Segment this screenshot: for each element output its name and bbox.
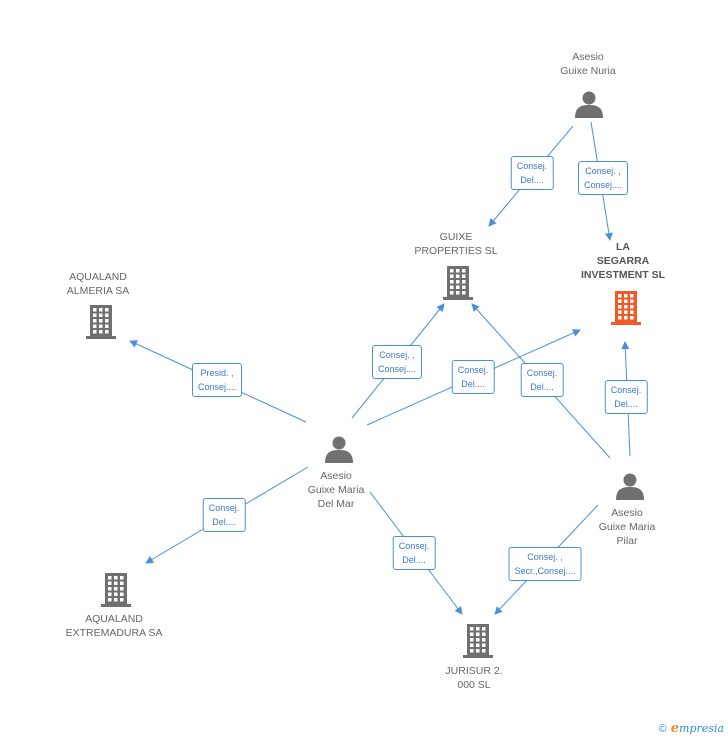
edge-label-line: Secr.,Consej.... (514, 566, 576, 576)
node-label-guixe_properties[interactable]: GUIXE PROPERTIES SL (414, 230, 497, 258)
edge-label-line: Del.... (530, 382, 554, 392)
edge-label-line: Consej. (516, 161, 548, 171)
node-label-jurisur_2000[interactable]: JURISUR 2. 000 SL (445, 664, 502, 692)
node-label-line: JURISUR 2. (445, 665, 503, 677)
node-label-line: Guixe Maria (598, 521, 656, 533)
edge-label-line: Consej. (208, 503, 240, 513)
node-label-line: Del Mar (317, 498, 355, 510)
node-label-line: PROPERTIES SL (414, 245, 498, 257)
edge-label-line: Consej. (526, 368, 558, 378)
node-label-line: AQUALAND (85, 613, 143, 625)
copyright-symbol: © (658, 723, 667, 735)
footer-brand: ©empresia (659, 721, 724, 736)
node-label-line: EXTREMADURA SA (65, 627, 163, 639)
node-label-line: Asesio (572, 51, 604, 63)
node-label-line: GUIXE (439, 231, 473, 243)
icons-layer (86, 91, 644, 658)
person-icon[interactable] (616, 473, 644, 501)
node-label-line: SEGARRA (596, 255, 650, 267)
edge-label-line: Consej. (610, 385, 642, 395)
brand-logo: empresia (670, 721, 724, 736)
edge-label-line: Consej.... (583, 180, 623, 190)
building-icon[interactable] (86, 305, 116, 339)
edge-label-line: Consej. , (585, 166, 621, 176)
node-label-line: LA (615, 241, 630, 253)
edge-label-asesio_guixe_maria_del_mar-to-guixe_properties[interactable]: Consej. , Consej.... (371, 345, 423, 379)
edge-label-line: Del.... (520, 175, 544, 185)
node-label-line: Guixe Nuria (560, 65, 616, 77)
node-label-line: Guixe Maria (307, 484, 365, 496)
edge-label-line: Consej. , (379, 350, 415, 360)
edge-label-line: Consej. (457, 365, 489, 375)
edge-label-asesio_guixe_maria_pilar-to-jurisur_2000[interactable]: Consej. , Secr.,Consej.... (508, 547, 582, 581)
edge-label-line: Presid. , (200, 368, 234, 378)
edge-label-line: Del.... (402, 555, 426, 565)
node-label-line: AQUALAND (69, 271, 127, 283)
building-icon[interactable] (611, 291, 641, 325)
edge-label-asesio_guixe_maria_del_mar-to-aqualand_extremadura[interactable]: Consej. Del.... (202, 498, 246, 532)
edge-label-asesio_guixe_maria_del_mar-to-aqualand_almeria[interactable]: Presid. , Consej.... (191, 363, 243, 397)
edge-label-line: Del.... (461, 379, 485, 389)
person-icon[interactable] (325, 436, 353, 464)
node-label-line: 000 SL (457, 679, 491, 691)
node-label-aqualand_almeria[interactable]: AQUALAND ALMERIA SA (67, 270, 129, 298)
edge-label-line: Consej. , (527, 552, 563, 562)
node-label-aqualand_extremadura[interactable]: AQUALAND EXTREMADURA SA (66, 612, 163, 640)
person-icon[interactable] (575, 91, 603, 119)
node-label-line: Asesio (611, 507, 643, 519)
node-label-line: Asesio (320, 470, 352, 482)
building-icon[interactable] (443, 266, 473, 300)
edge-label-asesio_guixe_nuria-to-guixe_properties[interactable]: Consej. Del.... (510, 156, 554, 190)
edge-label-asesio_guixe_maria_pilar-to-la_segarra[interactable]: Consej. Del.... (604, 380, 648, 414)
edge-label-line: Del.... (614, 399, 638, 409)
node-label-line: ALMERIA SA (66, 285, 130, 297)
node-label-line: INVESTMENT SL (580, 269, 666, 281)
edge-label-line: Consej.... (377, 364, 417, 374)
node-label-line: Pilar (616, 535, 638, 547)
edge-label-asesio_guixe_maria_del_mar-to-la_segarra[interactable]: Consej. Del.... (451, 360, 495, 394)
building-icon[interactable] (463, 624, 493, 658)
node-label-la_segarra[interactable]: LA SEGARRA INVESTMENT SL (581, 240, 665, 282)
building-icon[interactable] (101, 573, 131, 607)
edge-label-line: Consej.... (197, 382, 237, 392)
edge-label-line: Del.... (212, 517, 236, 527)
edge-label-asesio_guixe_maria_del_mar-to-jurisur_2000[interactable]: Consej. Del.... (392, 536, 436, 570)
edge-label-asesio_guixe_nuria-to-la_segarra[interactable]: Consej. , Consej.... (577, 161, 629, 195)
edge-label-asesio_guixe_maria_pilar-to-guixe_properties[interactable]: Consej. Del.... (520, 363, 564, 397)
edge-label-line: Consej. (398, 541, 430, 551)
